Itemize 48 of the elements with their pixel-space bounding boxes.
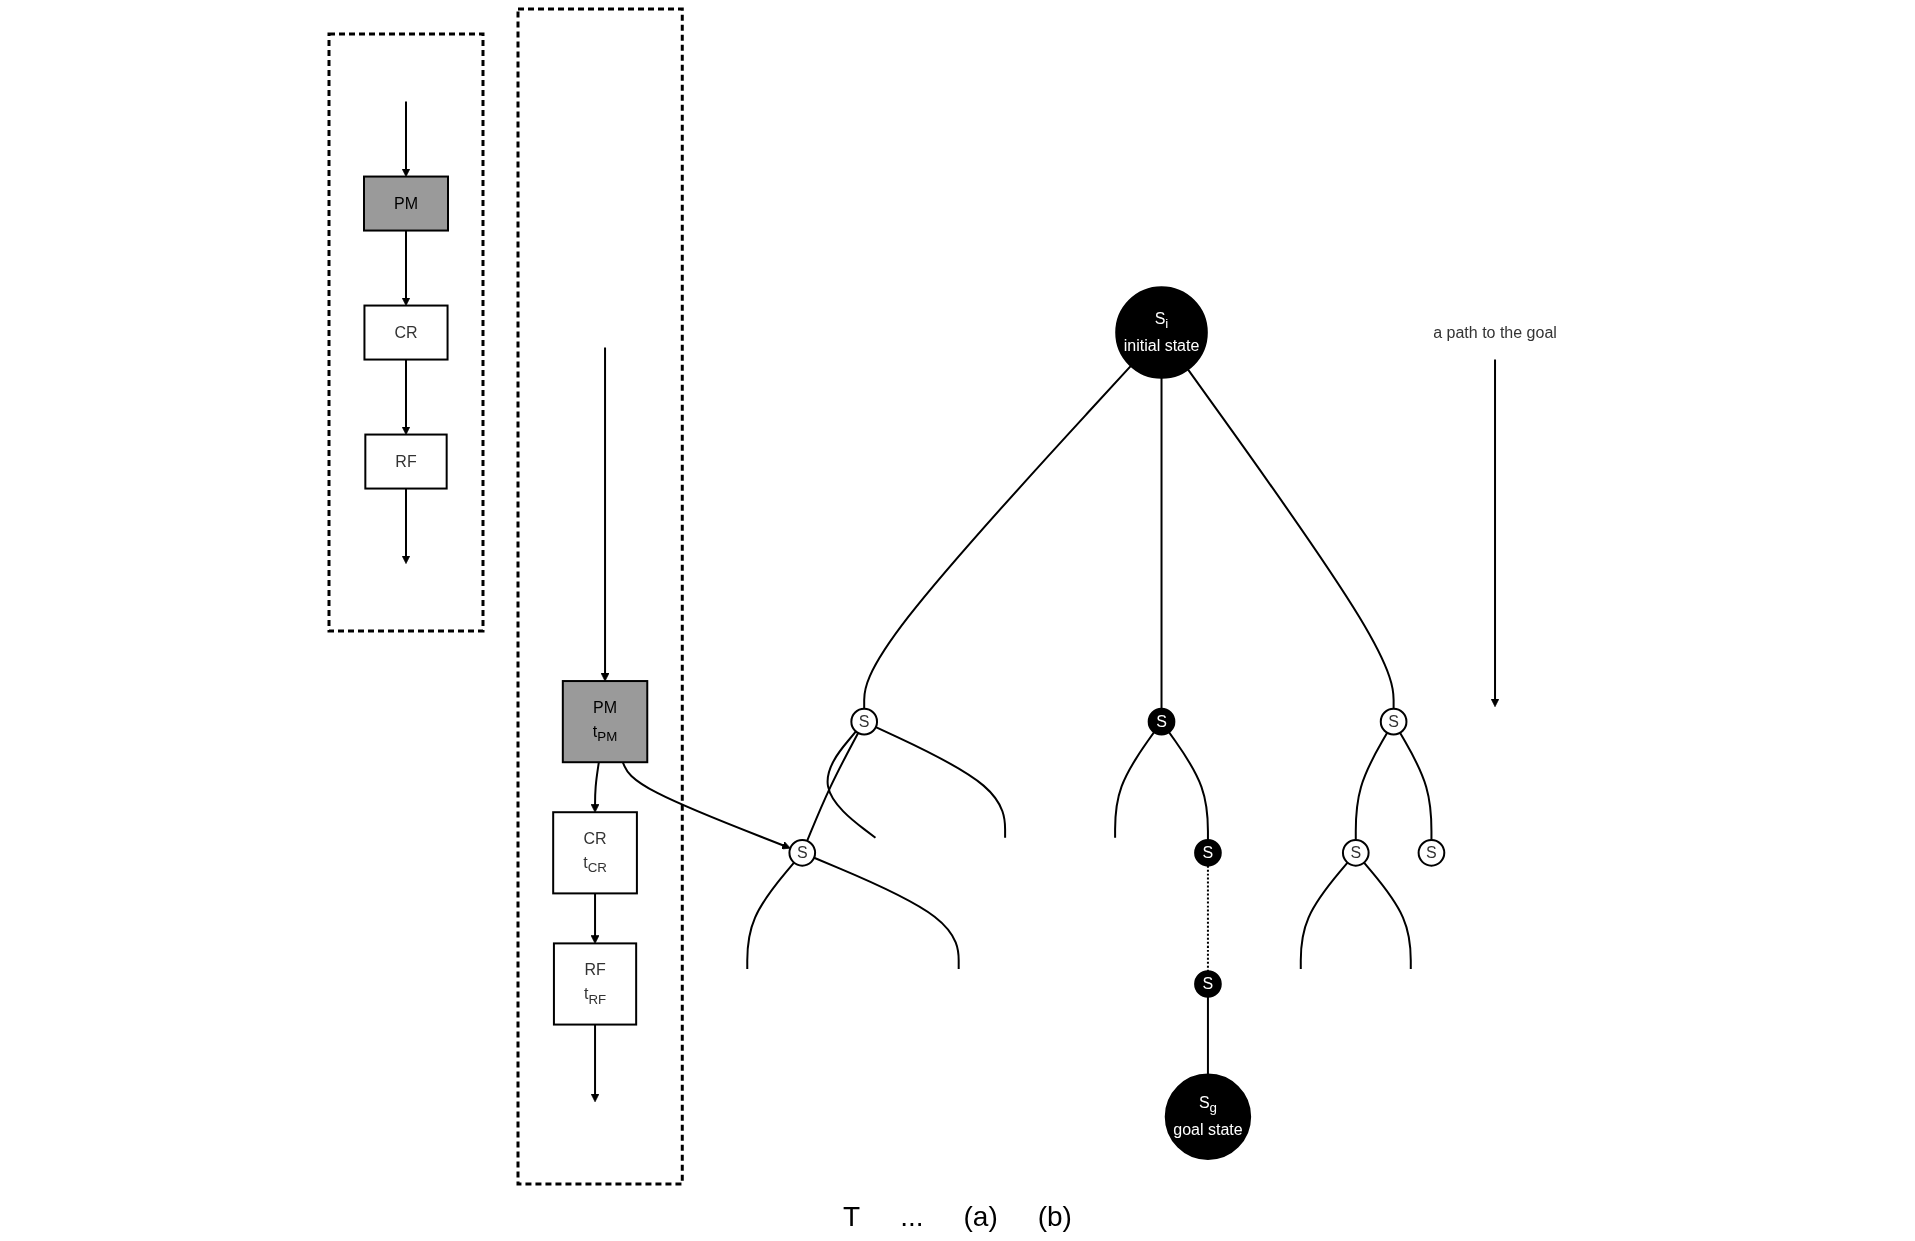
node-circle: S$_{g}$ goal state [1164, 1073, 1251, 1160]
arrow [1490, 358, 1499, 708]
connector [1354, 731, 1388, 841]
label-text: ... [900, 1201, 924, 1233]
node-box: CR [363, 304, 449, 361]
connector [1113, 731, 1155, 839]
node-circle: S [1193, 970, 1222, 998]
connector [1206, 995, 1209, 1076]
arrow [401, 487, 410, 564]
connector [1186, 368, 1395, 710]
arrow [401, 100, 410, 177]
label-text: (a) [963, 1201, 998, 1233]
node-circle: S [1341, 838, 1370, 867]
node-circle: S [1193, 838, 1222, 867]
connector [1160, 376, 1163, 710]
node-text: a path to the goal [1432, 323, 1557, 341]
connector [805, 731, 859, 842]
arrow [621, 761, 791, 850]
connector [1167, 731, 1209, 841]
arrow [600, 346, 609, 682]
arrow [590, 892, 599, 944]
cluster [516, 7, 684, 1186]
label-text: (b) [1037, 1201, 1072, 1233]
connector [862, 364, 1132, 710]
node-circle: S [788, 838, 816, 867]
arrow [401, 229, 410, 306]
connector [826, 730, 876, 839]
cluster [327, 32, 485, 633]
arrow [401, 358, 410, 435]
node-circle: S [849, 707, 878, 736]
connector [1398, 731, 1432, 841]
connector [1362, 861, 1412, 970]
node-circle: S$_{i}$ initial state [1114, 286, 1208, 379]
node-circle: S [1147, 707, 1175, 736]
connector [745, 861, 795, 970]
connector [874, 726, 1006, 839]
connector [812, 856, 960, 970]
node-box: RF t$_{RF}$ [552, 942, 637, 1026]
label-text: T [843, 1201, 861, 1233]
node-box: RF [363, 433, 448, 490]
arrow [590, 1023, 599, 1103]
arrow [590, 761, 600, 813]
connector [1299, 861, 1349, 970]
node-box: PM t$_{PM}$ [561, 680, 648, 764]
node-box: CR t$_{CR}$ [551, 811, 638, 895]
node-circle: S [1417, 838, 1445, 867]
node-box: PM [362, 175, 449, 232]
node-circle: S [1379, 707, 1407, 736]
